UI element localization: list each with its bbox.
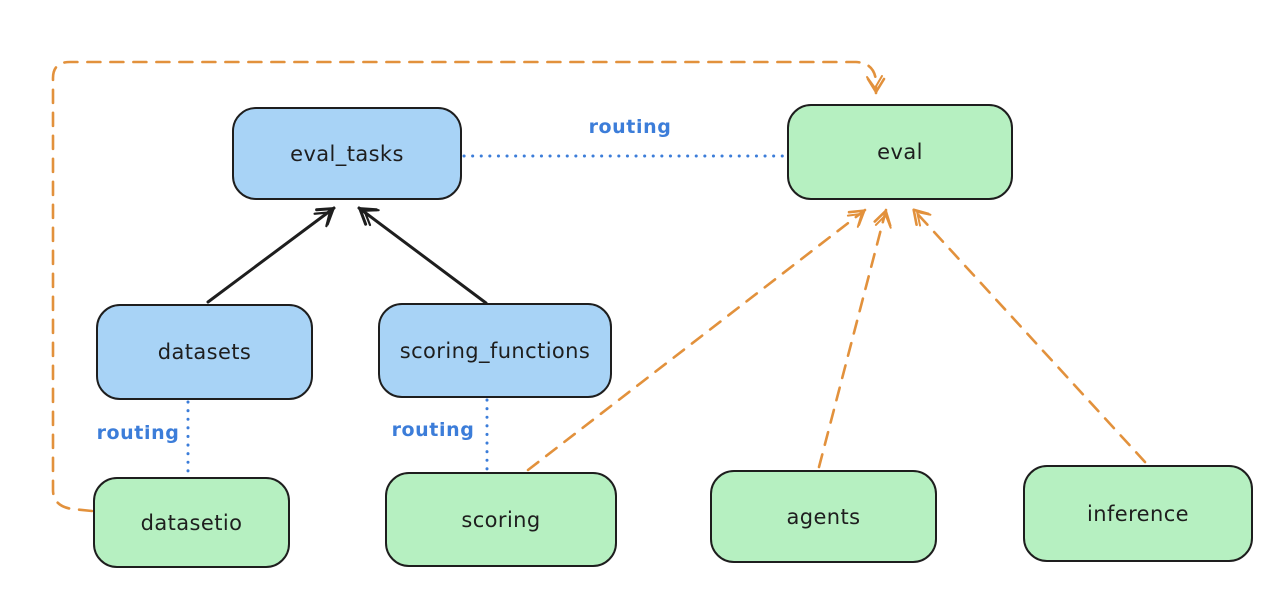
node-agents-label: agents <box>786 504 861 529</box>
node-agents: agents <box>710 470 937 563</box>
node-eval-label: eval <box>877 140 923 164</box>
node-eval-tasks: eval_tasks <box>232 107 462 200</box>
edge-agents-to-eval <box>817 208 892 469</box>
node-datasets: datasets <box>96 304 313 400</box>
node-inference: inference <box>1023 465 1253 562</box>
node-inference-label: inference <box>1087 501 1189 526</box>
node-scoring-label: scoring <box>461 507 541 532</box>
node-eval: eval <box>787 104 1013 200</box>
node-scoring-functions: scoring_functions <box>378 303 612 398</box>
node-datasets-label: datasets <box>157 340 252 364</box>
edge-label-routing-datasets-datasetio: routing <box>96 422 180 444</box>
node-eval-tasks-label: eval_tasks <box>290 141 404 166</box>
edge-datasetio-to-eval <box>51 60 886 513</box>
node-datasetio-label: datasetio <box>140 510 243 535</box>
node-scoring: scoring <box>385 472 617 567</box>
edge-label-routing-eval-tasks-eval: routing <box>588 116 672 138</box>
edge-datasets-to-eval-tasks <box>206 206 336 304</box>
edge-scoring-functions-to-eval-tasks <box>357 206 488 305</box>
edge-inference-to-eval <box>911 207 1147 464</box>
edge-label-routing-scoring-functions-scoring: routing <box>391 419 475 441</box>
node-scoring-functions-label: scoring_functions <box>399 338 591 363</box>
node-datasetio: datasetio <box>93 477 290 568</box>
edge-scoring-to-eval <box>526 208 867 472</box>
